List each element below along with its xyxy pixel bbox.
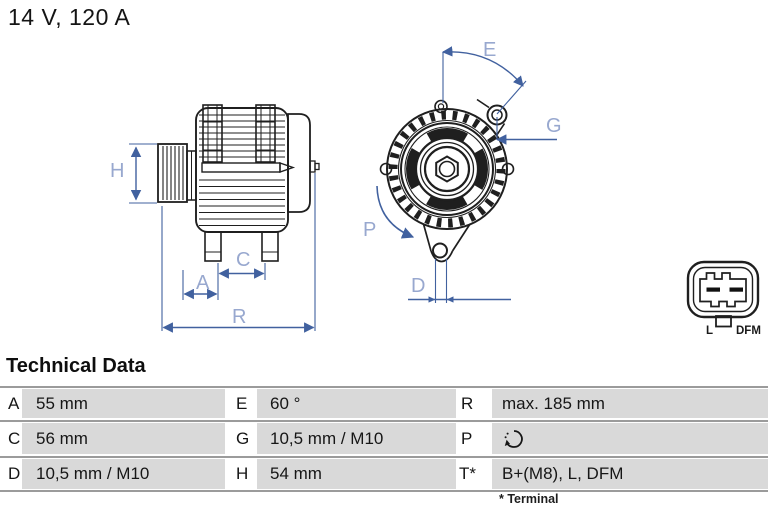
dim-label-P: P bbox=[363, 219, 376, 241]
dim-label-E: E bbox=[483, 39, 496, 61]
connector-keyway-outline bbox=[699, 272, 747, 308]
value-cell-bg bbox=[22, 459, 225, 489]
dim-label-A: A bbox=[196, 272, 210, 294]
vent-slots bbox=[388, 110, 506, 228]
param-value-H: 54 mm bbox=[270, 464, 322, 483]
2-pin-plug-connector-icon: L DFM bbox=[686, 260, 761, 337]
dim-label-D: D bbox=[411, 275, 425, 297]
rotation-direction-icon bbox=[504, 429, 523, 448]
value-cell-bg bbox=[22, 389, 225, 418]
dim-label-R: R bbox=[232, 306, 246, 328]
value-cell-bg bbox=[22, 423, 225, 454]
param-value-E: 60 ° bbox=[270, 393, 301, 413]
alternator-side-view: H A C R bbox=[110, 104, 320, 333]
table-row-separator bbox=[0, 420, 768, 422]
connector-pin-L bbox=[706, 287, 720, 292]
side-view-dimensions: H A C R bbox=[110, 143, 316, 333]
side-ears bbox=[379, 99, 515, 176]
param-key-D: D bbox=[8, 464, 21, 483]
front-body bbox=[386, 108, 508, 230]
param-key-G: G bbox=[236, 428, 250, 448]
param-value-G: 10,5 mm / M10 bbox=[270, 428, 384, 448]
rear-cover bbox=[287, 113, 311, 213]
param-key-P: P bbox=[461, 428, 473, 448]
table-border-bottom bbox=[0, 490, 768, 492]
alternator-front-view: E G P D bbox=[363, 39, 562, 303]
value-cell-bg bbox=[257, 459, 456, 489]
dim-label-C: C bbox=[236, 249, 250, 271]
terminal-stud bbox=[309, 160, 320, 173]
bolt-boss-left bbox=[202, 104, 223, 163]
param-value-P bbox=[502, 423, 526, 454]
param-value-T: B+(M8), L, DFM bbox=[502, 464, 624, 483]
front-view-dimensions: E G P D bbox=[363, 39, 562, 303]
param-value-R: max. 185 mm bbox=[502, 393, 605, 413]
page-title: 14 V, 120 A bbox=[8, 4, 131, 30]
table-row: C 56 mm G 10,5 mm / M10 P bbox=[0, 423, 768, 454]
dim-label-H: H bbox=[110, 160, 124, 182]
param-key-E: E bbox=[236, 393, 248, 413]
connector-label-L: L bbox=[706, 325, 713, 337]
table-border-top bbox=[0, 386, 768, 388]
param-key-H: H bbox=[236, 464, 249, 483]
connector-label-DFM: DFM bbox=[736, 325, 761, 337]
bolt-boss-right bbox=[255, 104, 276, 163]
cooling-fins-lower bbox=[199, 179, 285, 227]
bottom-mounting-lug bbox=[422, 223, 471, 263]
section-heading: Technical Data bbox=[6, 355, 146, 377]
table-row: D 10,5 mm / M10 H 54 mm T* B+(M8), L, DF… bbox=[0, 459, 768, 489]
table-row: A 55 mm E 60 ° R max. 185 mm bbox=[0, 389, 768, 418]
pulley bbox=[157, 143, 197, 203]
terminal-footnote: * Terminal bbox=[499, 492, 559, 506]
param-key-A: A bbox=[8, 393, 20, 413]
mounting-feet bbox=[204, 231, 279, 262]
cooling-fins-upper bbox=[199, 114, 285, 158]
param-value-A: 55 mm bbox=[36, 393, 88, 413]
value-cell-bg bbox=[257, 389, 456, 418]
param-key-R: R bbox=[461, 393, 474, 413]
param-value-D: 10,5 mm / M10 bbox=[36, 464, 150, 483]
shaft-nut bbox=[435, 155, 459, 183]
stator-windows-ring bbox=[406, 128, 488, 210]
housing bbox=[195, 104, 320, 262]
connector-pin-DFM bbox=[729, 287, 743, 292]
value-cell-bg bbox=[492, 459, 768, 489]
param-key-C: C bbox=[8, 428, 21, 448]
connector-latch-tab bbox=[715, 315, 732, 328]
dim-label-G: G bbox=[546, 115, 562, 137]
param-key-T: T* bbox=[459, 464, 476, 483]
table-row-separator bbox=[0, 456, 768, 458]
param-value-C: 56 mm bbox=[36, 428, 88, 448]
shaft-bolt bbox=[201, 162, 296, 173]
value-cell-bg bbox=[492, 423, 768, 454]
value-cell-bg bbox=[257, 423, 456, 454]
value-cell-bg bbox=[492, 389, 768, 418]
alternator-technical-drawing: H A C R bbox=[110, 39, 761, 337]
